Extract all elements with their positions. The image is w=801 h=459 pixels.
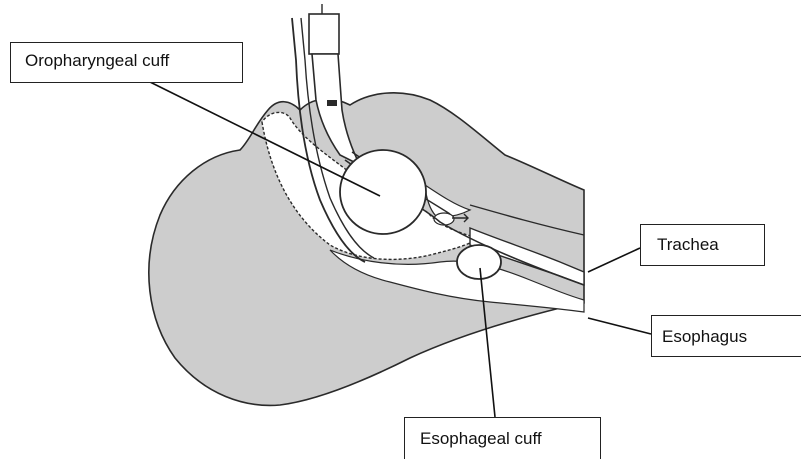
trachea-label: Trachea — [640, 224, 765, 266]
oropharyngeal-cuff-label: Oropharyngeal cuff — [10, 42, 243, 83]
leader-trachea — [588, 248, 640, 272]
tube-marking — [327, 100, 337, 106]
esophageal-cuff-label: Esophageal cuff — [404, 417, 601, 459]
esophageal-cuff-balloon — [457, 245, 501, 279]
tube-connector — [309, 14, 339, 54]
leader-esophagus — [588, 318, 651, 334]
oropharyngeal-cuff-balloon — [340, 150, 426, 234]
esophagus-label: Esophagus — [651, 315, 801, 357]
